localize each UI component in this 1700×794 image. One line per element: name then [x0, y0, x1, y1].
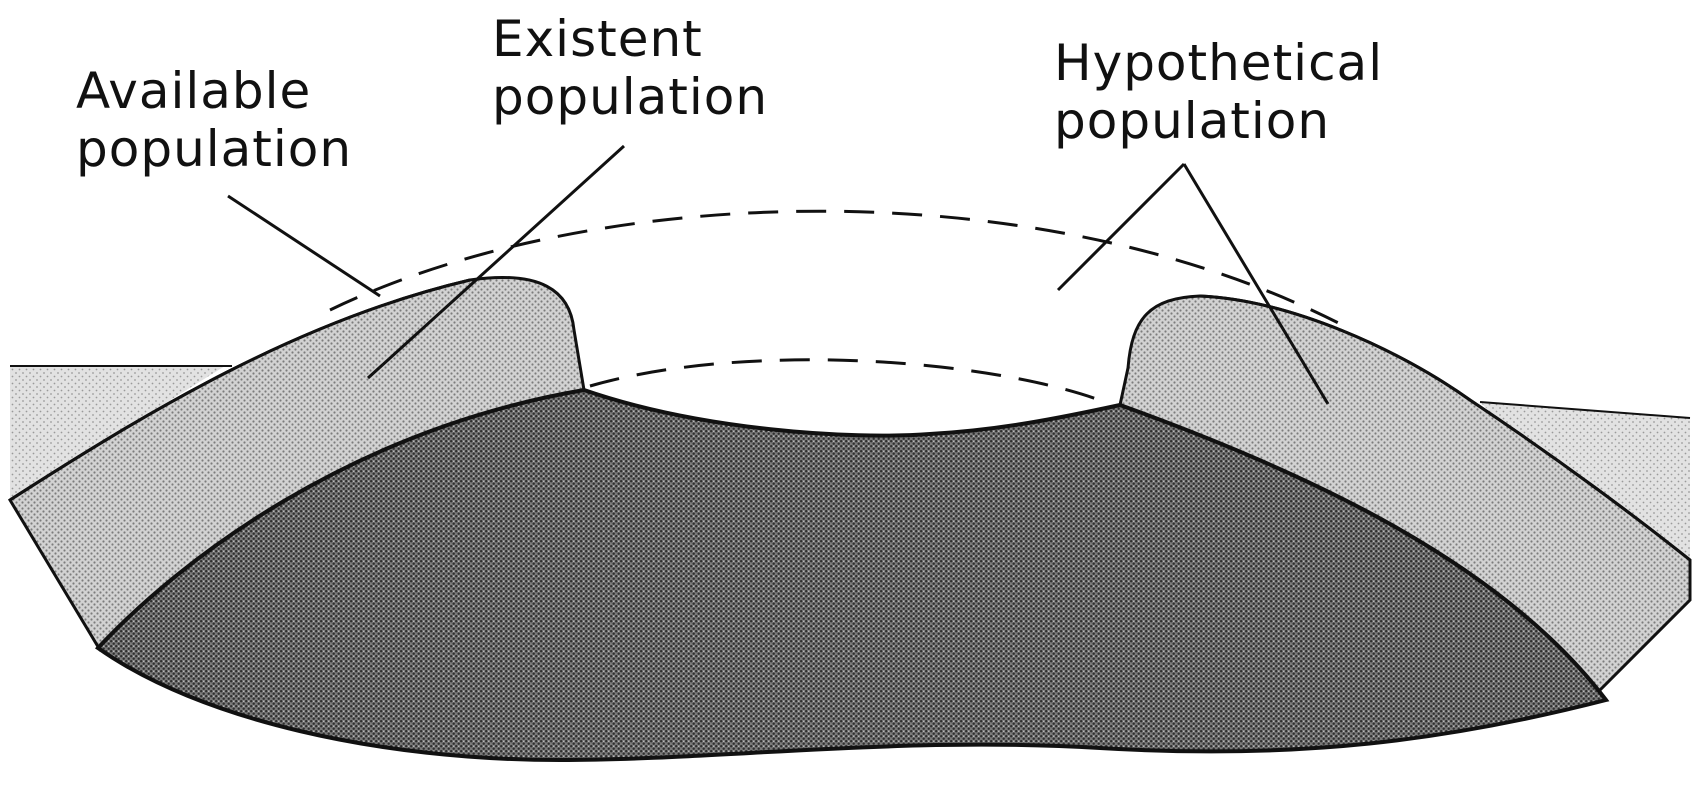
existent-label-line2: population [492, 68, 768, 126]
existent-label-line1: Existent [492, 10, 768, 68]
available-population-label: Available population [76, 62, 352, 178]
available-label-line2: population [76, 120, 352, 178]
existent-population-label: Existent population [492, 10, 768, 126]
hypothetical-inner-dashed-arc [590, 360, 1110, 404]
available-label-line1: Available [76, 62, 352, 120]
hypothetical-label-line2: population [1054, 92, 1383, 150]
hypothetical-label-line1: Hypothetical [1054, 34, 1383, 92]
hypothetical-population-label: Hypothetical population [1054, 34, 1383, 150]
hypothetical-leader-line-left [1058, 164, 1184, 290]
available-leader-line [228, 196, 380, 296]
